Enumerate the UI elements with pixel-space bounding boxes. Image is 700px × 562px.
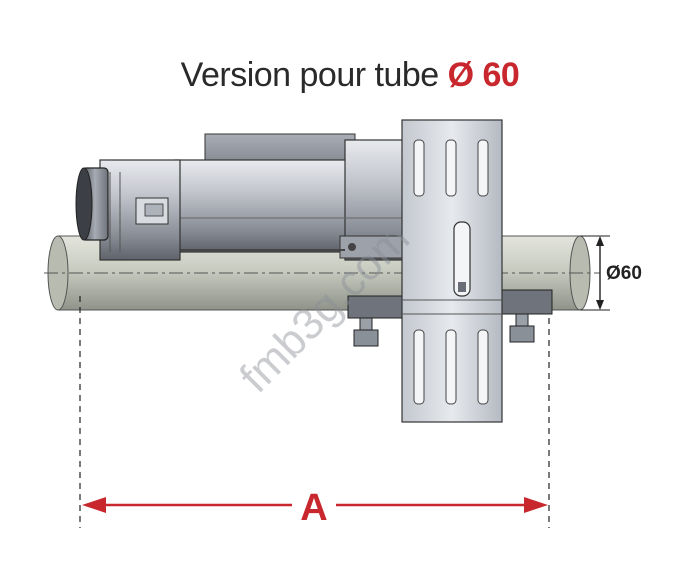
mounting-bracket xyxy=(401,119,503,423)
diameter-label: Ø60 xyxy=(606,263,642,284)
length-dimension: A xyxy=(82,487,548,529)
motor-end-cap xyxy=(75,159,181,261)
diagram-title: Version pour tube Ø 60 xyxy=(0,56,700,95)
length-extension-lines xyxy=(79,296,550,528)
arrow-right-icon xyxy=(524,497,548,513)
tube-clamp-left xyxy=(347,295,405,347)
diameter-dimension: Ø60 xyxy=(580,235,642,311)
title-text: Version pour tube xyxy=(180,56,448,94)
tube-clamp-right xyxy=(499,289,553,343)
arrow-left-icon xyxy=(82,497,106,513)
length-label: A xyxy=(300,487,327,529)
title-highlight: Ø 60 xyxy=(447,56,520,94)
